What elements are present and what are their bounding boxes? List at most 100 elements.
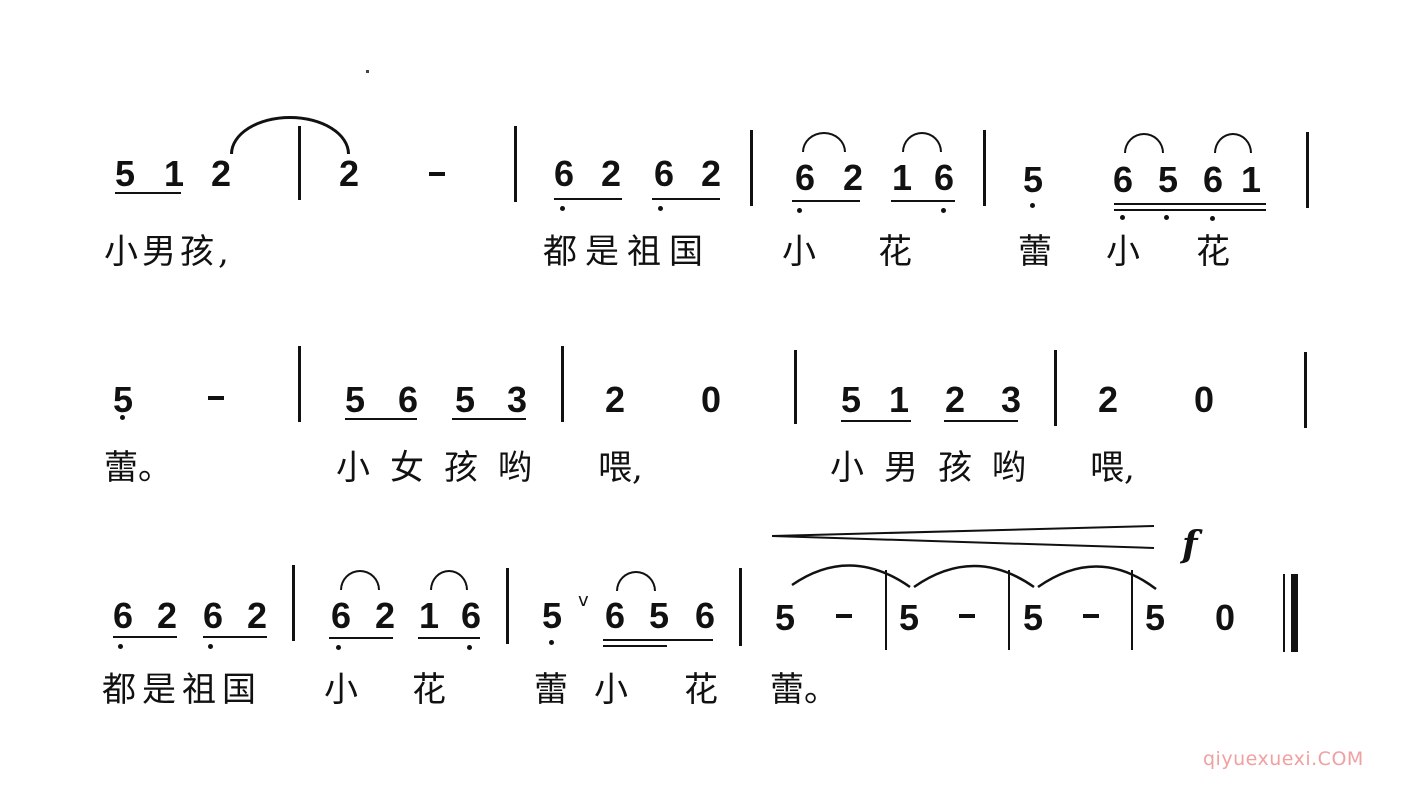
underline-beam [792, 200, 860, 202]
bar-line [292, 565, 295, 641]
low-octave-dot [1164, 215, 1169, 220]
note: 6 [604, 595, 626, 636]
low-octave-dot [1030, 203, 1035, 208]
note: 2 [604, 379, 626, 420]
low-octave-dot [560, 206, 565, 211]
lyric: 喂, [598, 448, 643, 488]
lyric: 蕾。 [104, 448, 172, 488]
crescendo-hairpin [771, 525, 1155, 549]
low-octave-dot [941, 208, 946, 213]
scan-speck [366, 70, 369, 73]
note: 5 [1022, 597, 1044, 638]
note: 6 [694, 595, 716, 636]
sustain-dash [208, 396, 224, 400]
note: 5 [648, 595, 670, 636]
lyric: 花 [412, 670, 446, 710]
note: 2 [1097, 379, 1119, 420]
underline-beam [603, 645, 667, 647]
low-octave-dot [1210, 216, 1215, 221]
low-octave-dot [120, 415, 125, 420]
underline-beam [345, 418, 417, 420]
low-octave-dot [1120, 215, 1125, 220]
sustain-dash [429, 172, 445, 176]
lyric: 蕾 [1018, 232, 1052, 272]
bar-line [514, 126, 517, 202]
low-octave-dot [467, 645, 472, 650]
lyric: 小 [782, 232, 816, 272]
bar-line [885, 570, 887, 650]
lyric: 花 [1196, 232, 1230, 272]
sustain-dash [959, 614, 975, 618]
underline-beam [203, 636, 267, 638]
note: 5 [1144, 597, 1166, 638]
lyric: 蕾。 [770, 670, 838, 710]
underline-beam [1114, 203, 1266, 205]
note: 6 [553, 153, 575, 194]
note: 5 [1022, 159, 1044, 200]
bar-line [561, 346, 564, 422]
note: 5 [454, 379, 476, 420]
note: 1 [163, 153, 185, 194]
underline-beam [452, 418, 526, 420]
underline-beam [841, 420, 911, 422]
lyric: 小 [324, 670, 358, 710]
note: 6 [112, 595, 134, 636]
note: 3 [1000, 379, 1022, 420]
bar-line [298, 126, 301, 200]
bar-line [794, 350, 797, 424]
note: 2 [246, 595, 268, 636]
lyric: 小女孩哟 [336, 448, 552, 488]
tie-arc [230, 116, 350, 154]
note: 5 [840, 379, 862, 420]
note: 5 [112, 379, 134, 420]
lyric: 蕾小 [534, 670, 654, 710]
underline-beam [115, 192, 181, 194]
dynamic-forte: f [1182, 524, 1198, 566]
note: 6 [794, 157, 816, 198]
lyric: 喂, [1090, 448, 1135, 488]
lyric: 小男孩, [104, 232, 233, 272]
lyric: 都是祖国 [543, 232, 711, 272]
underline-beam [554, 198, 622, 200]
underline-beam [1114, 209, 1266, 211]
note: 1 [1240, 159, 1262, 200]
slur-arc [902, 132, 942, 152]
note: 2 [156, 595, 178, 636]
lyric: 花 [684, 670, 718, 710]
note: 6 [653, 153, 675, 194]
final-bar-thin [1283, 574, 1285, 652]
slur-arc [340, 570, 380, 590]
slur-arc [430, 570, 468, 590]
slur-arc [616, 571, 656, 591]
tie-arcs [791, 564, 1157, 590]
note: 6 [397, 379, 419, 420]
slur-arc [802, 132, 846, 152]
note: 6 [202, 595, 224, 636]
note: 0 [1193, 379, 1215, 420]
final-bar-thick [1291, 574, 1298, 652]
lyric: 小 [1106, 232, 1140, 272]
note: 1 [888, 379, 910, 420]
low-octave-dot [336, 645, 341, 650]
lyric: 小男孩哟 [830, 448, 1046, 488]
note: 1 [418, 595, 440, 636]
underline-beam [603, 639, 713, 641]
note: 6 [1202, 159, 1224, 200]
bar-line [1306, 132, 1309, 208]
breath-mark: v [578, 590, 589, 611]
bar-line [739, 568, 742, 646]
note: 5 [344, 379, 366, 420]
note: 3 [506, 379, 528, 420]
note: 6 [933, 157, 955, 198]
underline-beam [418, 637, 480, 639]
note: 2 [210, 153, 232, 194]
bar-line [1008, 570, 1010, 650]
underline-beam [891, 200, 955, 202]
bar-line [1304, 352, 1307, 428]
bar-line [1131, 570, 1133, 650]
note: 0 [1214, 597, 1236, 638]
underline-beam [944, 420, 1018, 422]
note: 2 [944, 379, 966, 420]
note: 6 [460, 595, 482, 636]
low-octave-dot [797, 208, 802, 213]
